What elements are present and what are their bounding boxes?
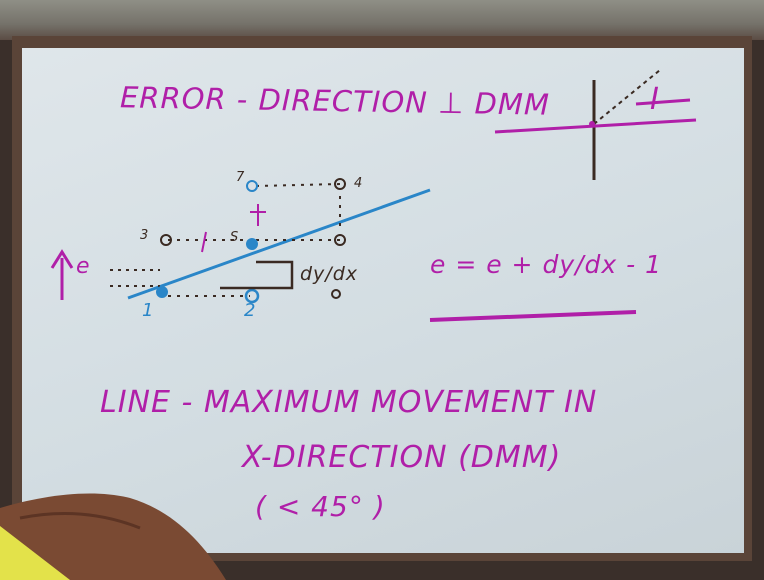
dydx-bracket (282, 260, 294, 290)
label-dydx: dy/dx (300, 263, 359, 285)
point-3 (160, 234, 172, 246)
label-point-7: 7 (236, 170, 246, 185)
region-underline (635, 98, 691, 106)
label-point-3: 3 (140, 228, 150, 243)
axis-origin-dot (589, 121, 595, 127)
label-point-S: S (230, 230, 240, 245)
point-S (246, 238, 258, 250)
point-o (331, 289, 341, 299)
presenter-hand (0, 493, 226, 580)
point-r (334, 234, 346, 246)
label-point-1: 1 (142, 300, 155, 321)
label-point-2: 2 (244, 300, 257, 321)
marker-body (0, 526, 70, 580)
region-label: I (650, 82, 660, 117)
arrow-head (50, 249, 74, 269)
blue-line (127, 188, 431, 300)
ceiling-strip (0, 0, 764, 40)
equation-underline (429, 310, 637, 322)
label-e: e (76, 254, 91, 279)
point-7 (246, 180, 258, 192)
text-line-2: X-DIRECTION (DMM) (242, 440, 562, 475)
dotted-row-top (255, 183, 341, 187)
point-2 (244, 288, 260, 304)
label-point-4: 4 (354, 176, 364, 191)
magenta-tick-mid (201, 231, 207, 253)
point-4 (334, 178, 346, 190)
point-1 (156, 286, 168, 298)
text-line-1: LINE - MAXIMUM MOVEMENT IN (100, 385, 598, 420)
axis-horizontal (494, 118, 697, 134)
axis-diagonal (593, 69, 661, 125)
text-line-3: ( < 45° ) (255, 490, 386, 523)
equation: e = e + dy/dx - 1 (430, 250, 663, 279)
whiteboard (22, 48, 744, 553)
